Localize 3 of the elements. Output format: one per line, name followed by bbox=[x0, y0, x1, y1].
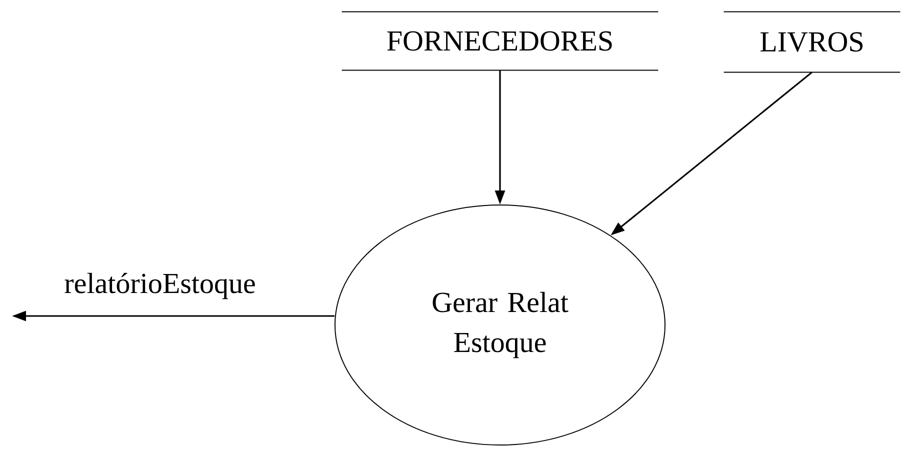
data-store: FORNECEDORES bbox=[341, 11, 659, 71]
data-store: LIVROS bbox=[723, 11, 901, 73]
edge-label: relatórioEstoque bbox=[63, 272, 257, 300]
